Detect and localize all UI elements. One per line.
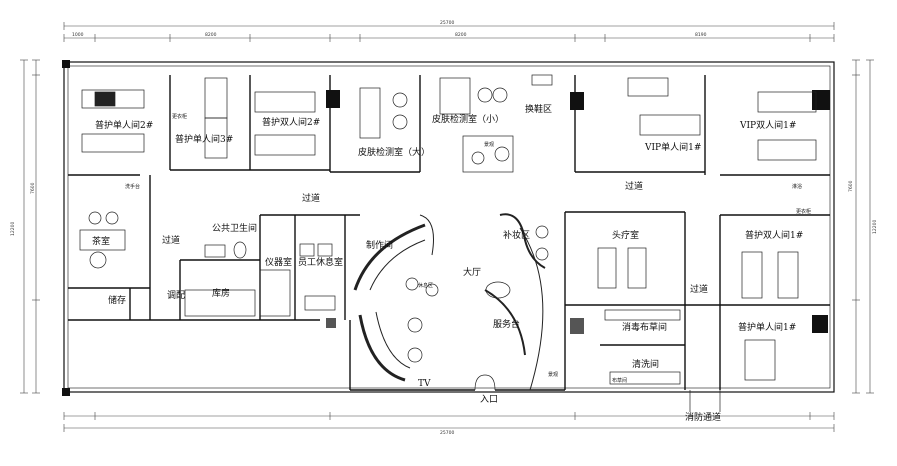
label-nursing-single-1: 普护单人间1# <box>738 321 796 333</box>
dim-seg-3: 8200 <box>455 32 467 38</box>
interior-walls <box>68 75 830 391</box>
room-labels: 普护单人间2# 普护单人间3# 普护双人间2# 皮肤检测室（大） 皮肤检测室（小… <box>92 103 811 423</box>
tag-hand-wash: 洗手台 <box>125 183 140 190</box>
dim-total-top: 25700 <box>440 20 454 26</box>
furniture <box>79 74 817 412</box>
label-tv: TV <box>418 379 431 389</box>
label-fire-exit: 消防通道 <box>685 411 721 423</box>
dim-seg-4: 8190 <box>695 32 707 38</box>
label-skin-test-small: 皮肤检测室（小） <box>432 113 504 125</box>
dimension-lines <box>20 22 874 432</box>
label-entrance: 入口 <box>480 394 498 405</box>
dim-left-total: 12200 <box>10 222 16 236</box>
label-staff-rest: 员工休息室 <box>298 256 343 268</box>
label-vip-double-1: VIP双人间1# <box>739 119 796 131</box>
label-mixing: 调配 <box>167 290 185 301</box>
label-vip-single-1: VIP单人间1# <box>644 141 701 153</box>
label-warehouse: 库房 <box>212 287 230 299</box>
dim-seg-1: 1000 <box>72 32 84 38</box>
label-corridor-right2: 过道 <box>690 283 708 295</box>
tag-locker-right: 更衣柜 <box>796 208 811 215</box>
label-lobby: 大厅 <box>463 266 481 278</box>
label-storage: 储存 <box>108 294 126 306</box>
label-service-desk: 服务台 <box>493 318 520 330</box>
label-landscape-right: 景观 <box>548 371 558 378</box>
tag-locker-left: 更衣柜 <box>172 113 187 120</box>
label-nursing-double-2: 普护双人间2# <box>262 116 320 128</box>
label-nursing-double-1: 普护双人间1# <box>745 229 803 241</box>
label-bottom-small: 布草间 <box>612 377 627 384</box>
label-instrument-room: 仪器室 <box>265 256 292 268</box>
label-corridor-top: 过道 <box>302 192 320 204</box>
exterior-walls <box>63 61 835 393</box>
dim-right-mid: 7600 <box>848 180 854 192</box>
dim-seg-2: 8200 <box>205 32 217 38</box>
label-production-room: 制作间 <box>366 239 393 251</box>
dim-right-total: 12200 <box>872 220 878 234</box>
label-rest-area: 休息区 <box>418 282 433 289</box>
label-skin-test-large: 皮肤检测室（大） <box>358 146 430 158</box>
dim-total-bottom: 25700 <box>440 430 454 436</box>
structural-columns <box>62 60 830 396</box>
dim-left-mid: 7600 <box>30 182 36 194</box>
label-corridor-right: 过道 <box>625 180 643 192</box>
label-disinfect-room: 消毒布草间 <box>622 321 667 333</box>
label-public-wc: 公共卫生间 <box>212 222 257 234</box>
label-corridor-left: 过道 <box>162 234 180 246</box>
label-tea-room: 茶室 <box>92 235 110 247</box>
label-nursing-single-2: 普护单人间2# <box>95 119 153 131</box>
label-landscape-left: 景观 <box>484 141 494 148</box>
label-head-treatment: 头疗室 <box>612 229 639 241</box>
label-makeup-area: 补妆区 <box>503 229 530 241</box>
label-nursing-single-3: 普护单人间3# <box>175 133 233 145</box>
tag-shower: 淋浴 <box>792 183 802 190</box>
label-cleaning-room: 清洗间 <box>632 358 659 370</box>
label-shoe-change: 换鞋区 <box>525 103 552 115</box>
